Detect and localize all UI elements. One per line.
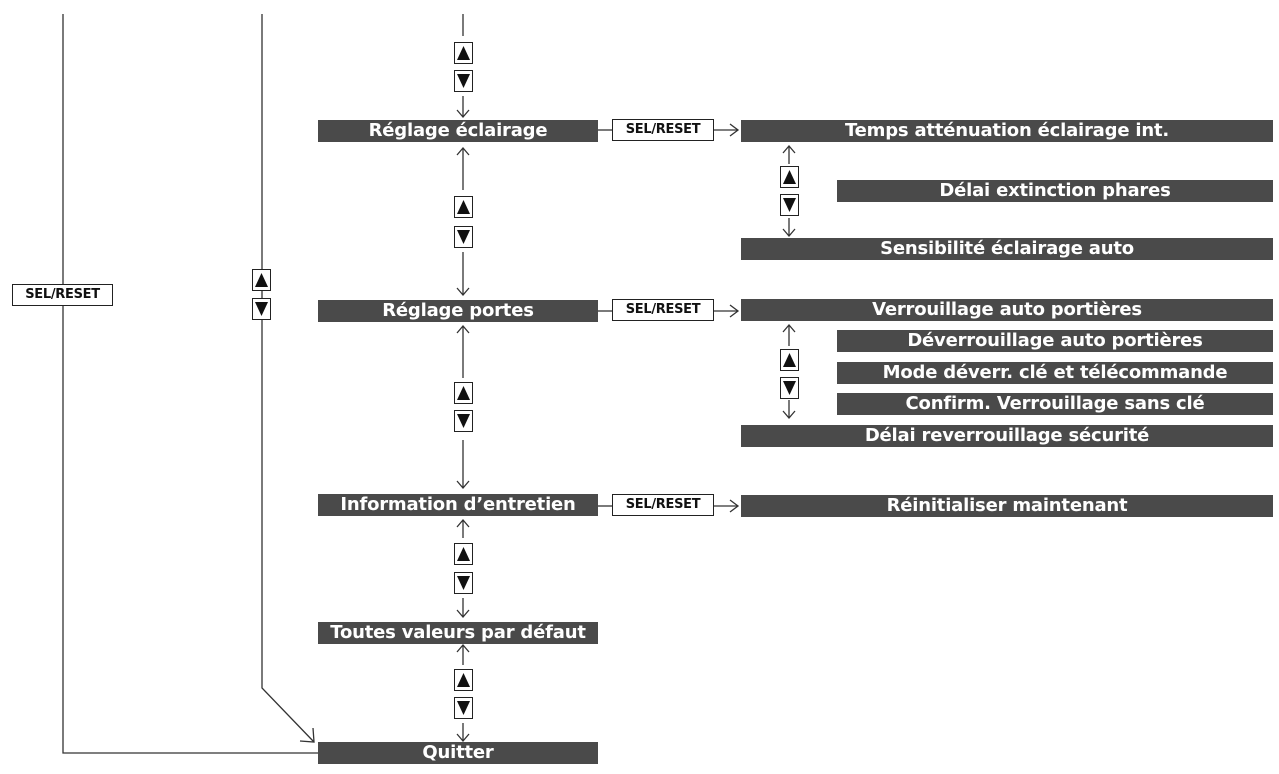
doors-sub-keyless-lock-confirm[interactable]: Confirm. Verrouillage sans clé [837, 393, 1273, 415]
menu-item-maintenance[interactable]: Information d’entretien [318, 494, 598, 516]
down-triangle-icon [457, 701, 470, 715]
doors-sub-arrowhead-up [782, 324, 796, 333]
down-button[interactable] [454, 70, 473, 92]
down-triangle-icon [457, 414, 470, 428]
up-triangle-icon [457, 547, 470, 561]
lighting-sub-headlight-off-delay[interactable]: Délai extinction phares [837, 180, 1273, 202]
sel-reset-button-outer[interactable]: SEL/RESET [12, 284, 113, 306]
down-button[interactable] [454, 697, 473, 719]
up-button[interactable] [780, 349, 799, 371]
down-button[interactable] [454, 572, 473, 594]
doors-sub-auto-unlock[interactable]: Déverrouillage auto portières [837, 330, 1273, 352]
main-arrowhead-dm-up [456, 325, 470, 334]
lighting-sub-arrowhead-down [782, 228, 796, 237]
menu-item-doors[interactable]: Réglage portes [318, 300, 598, 322]
doors-sub-key-remote-unlock-mode[interactable]: Mode déverr. clé et télécommande [837, 362, 1273, 384]
outer-loop-line [62, 14, 318, 754]
menu-item-quit[interactable]: Quitter [318, 742, 598, 764]
doors-sub-arrowhead-down [782, 410, 796, 419]
up-button[interactable] [454, 196, 473, 218]
menu-item-defaults[interactable]: Toutes valeurs par défaut [318, 622, 598, 644]
up-triangle-icon [457, 200, 470, 214]
inner-loop-line [261, 14, 315, 743]
sel-reset-button-maintenance[interactable]: SEL/RESET [612, 494, 714, 516]
down-triangle-icon [255, 302, 268, 316]
down-triangle-icon [457, 74, 470, 88]
lighting-connector-arrowhead [729, 123, 740, 137]
main-arrowhead-fq-up [456, 644, 470, 653]
lighting-sub-auto-light-sensitivity[interactable]: Sensibilité éclairage auto [741, 238, 1273, 260]
down-triangle-icon [457, 230, 470, 244]
lighting-sub-interior-dim-time[interactable]: Temps atténuation éclairage int. [741, 120, 1273, 142]
main-arrowhead-ld-down [456, 287, 470, 296]
up-triangle-icon [783, 353, 796, 367]
doors-connector-arrowhead [729, 304, 740, 318]
sel-reset-button-doors[interactable]: SEL/RESET [612, 299, 714, 321]
maintenance-sub-reset-now[interactable]: Réinitialiser maintenant [741, 495, 1273, 517]
up-button[interactable] [454, 42, 473, 64]
down-triangle-icon [457, 576, 470, 590]
up-button[interactable] [454, 543, 473, 565]
doors-sub-auto-lock[interactable]: Verrouillage auto portières [741, 299, 1273, 321]
main-arrowhead-mf-up [456, 519, 470, 528]
up-triangle-icon [457, 673, 470, 687]
up-button[interactable] [454, 382, 473, 404]
up-button[interactable] [252, 269, 271, 291]
down-button[interactable] [780, 194, 799, 216]
lighting-sub-arrowhead-up [782, 145, 796, 154]
down-button[interactable] [454, 226, 473, 248]
down-button[interactable] [454, 410, 473, 432]
down-triangle-icon [783, 381, 796, 395]
doors-sub-security-relock-delay[interactable]: Délai reverrouillage sécurité [741, 425, 1273, 447]
inner-loop-arrowhead [299, 727, 315, 743]
down-button[interactable] [252, 298, 271, 320]
main-arrowhead-top [456, 109, 470, 118]
main-arrowhead-mf-down [456, 609, 470, 618]
main-arrowhead-dm-down [456, 480, 470, 489]
main-arrowhead-ld-up [456, 147, 470, 156]
main-arrowhead-fq-down [456, 733, 470, 742]
up-button[interactable] [780, 166, 799, 188]
menu-item-lighting[interactable]: Réglage éclairage [318, 120, 598, 142]
down-triangle-icon [783, 198, 796, 212]
sel-reset-button-lighting[interactable]: SEL/RESET [612, 119, 714, 141]
up-triangle-icon [457, 386, 470, 400]
up-triangle-icon [783, 170, 796, 184]
up-triangle-icon [255, 273, 268, 287]
down-button[interactable] [780, 377, 799, 399]
up-button[interactable] [454, 669, 473, 691]
up-triangle-icon [457, 46, 470, 60]
maint-connector-arrowhead [729, 499, 740, 513]
